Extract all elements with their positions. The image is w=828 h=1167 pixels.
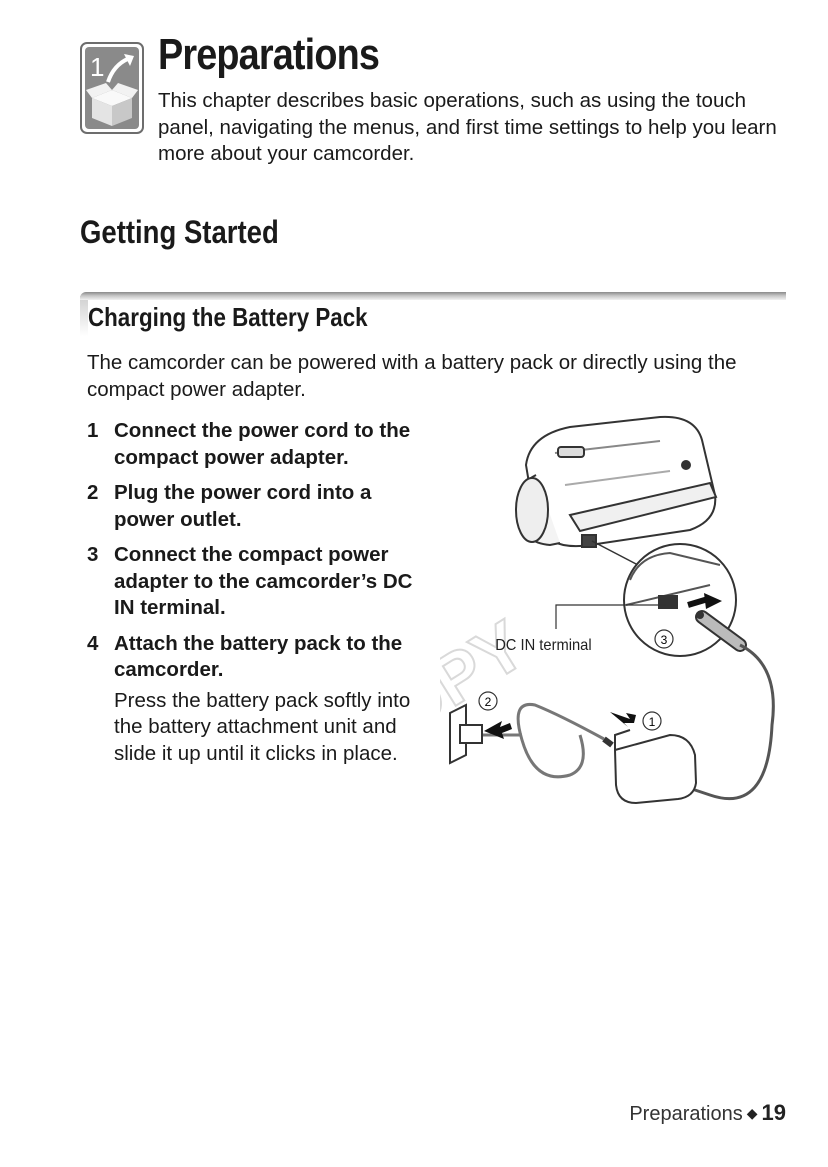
arrow-icon [484,721,512,739]
dc-in-callout: DC IN terminal [495,604,666,654]
page-footer: Preparations◆19 [629,1100,786,1126]
section-title: Getting Started [80,214,279,250]
callout-1: 1 [642,711,662,731]
diamond-icon: ◆ [746,1105,758,1121]
steps-list: 1 Connect the power cord to the compact … [87,418,437,776]
camcorder-icon [515,415,718,548]
power-adapter-icon [602,729,698,805]
step-number: 4 [87,631,99,655]
callout-3: 3 [654,629,674,649]
step-item: 2 Plug the power cord into a power outle… [87,480,437,533]
power-cord [516,702,605,779]
chapter-description: This chapter describes basic operations,… [158,89,777,165]
svg-text:2: 2 [485,695,492,709]
footer-section: Preparations [629,1103,743,1125]
charging-illustration: COPY DC IN terminal [440,415,775,805]
svg-text:3: 3 [661,633,668,647]
subsection-rule [80,292,786,300]
step-text: Attach the battery pack to the camcorder… [114,631,403,682]
step-text: Connect the power cord to the compact po… [114,419,411,469]
chapter-number: 1 [90,52,104,82]
step-note: Press the battery pack softly into the b… [114,688,411,765]
step-number: 1 [87,419,99,442]
chapter-title: Preparations [158,30,380,79]
step-number: 3 [87,543,99,566]
step-number: 2 [87,481,99,504]
wall-outlet-icon [449,703,483,765]
step-item: 1 Connect the power cord to the compact … [87,418,437,471]
dc-plug-icon [695,610,747,652]
page-number: 19 [761,1100,786,1125]
subsection-intro: The camcorder can be powered with a batt… [87,351,737,401]
subsection-title: Charging the Battery Pack [88,302,368,332]
svg-text:1: 1 [649,715,656,729]
step-text: Connect the compact power adapter to the… [114,543,413,619]
step-item: 4 Attach the battery pack to the camcord… [87,631,437,768]
step-text: Plug the power cord into a power outlet. [114,481,372,531]
arrow-icon [610,712,636,727]
callout-2: 2 [478,691,498,711]
subsection-rule-shade [80,296,88,336]
step-item: 3 Connect the compact power adapter to t… [87,542,437,622]
dc-cable [679,643,775,801]
dc-in-label: DC IN terminal [495,636,591,654]
chapter-box-icon: 1 [80,42,144,134]
